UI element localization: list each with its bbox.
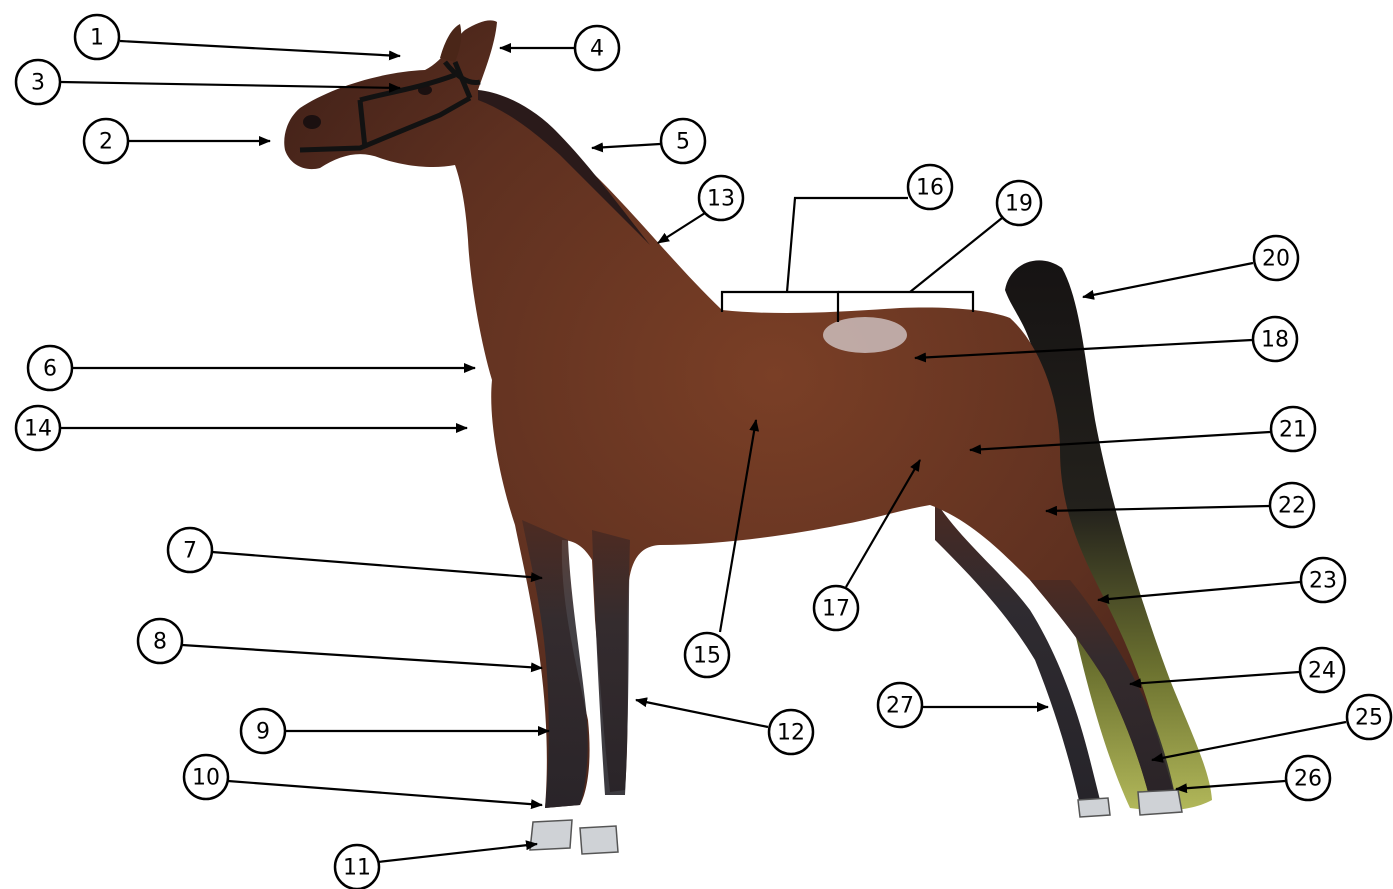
callout-23: 23 <box>1301 558 1345 602</box>
pointer-arrow-20 <box>1083 263 1253 297</box>
callout-number-5: 5 <box>676 130 690 155</box>
callout-number-24: 24 <box>1308 659 1336 684</box>
callout-number-26: 26 <box>1294 767 1322 792</box>
callout-16: 16 <box>908 165 952 209</box>
pointer-arrow-12 <box>636 700 768 727</box>
callout-number-14: 14 <box>24 417 52 442</box>
bracket-16-leader <box>787 198 908 292</box>
callout-number-20: 20 <box>1262 247 1290 272</box>
horse-hoof-hind-far <box>1078 798 1110 817</box>
horse-body <box>284 20 1175 808</box>
pointer-arrow-8 <box>182 645 542 668</box>
callout-24: 24 <box>1300 648 1344 692</box>
callout-20: 20 <box>1254 236 1298 280</box>
horse-hoof-hind-near <box>1138 790 1182 815</box>
horse-hoof-front-near <box>530 820 572 850</box>
callout-15: 15 <box>685 633 729 677</box>
callout-22: 22 <box>1270 483 1314 527</box>
horse-far-foreleg <box>592 530 630 795</box>
pointer-arrow-7 <box>212 552 542 578</box>
callout-1: 1 <box>75 15 119 59</box>
callout-26: 26 <box>1286 756 1330 800</box>
callout-17: 17 <box>814 586 858 630</box>
callout-2: 2 <box>84 119 128 163</box>
callout-19: 19 <box>997 181 1041 225</box>
back-brackets <box>722 198 1002 322</box>
callout-number-18: 18 <box>1261 328 1289 353</box>
callout-number-13: 13 <box>707 187 735 212</box>
callout-number-19: 19 <box>1005 192 1033 217</box>
callout-number-4: 4 <box>590 37 604 62</box>
callout-number-11: 11 <box>343 856 371 881</box>
callout-number-7: 7 <box>183 539 197 564</box>
pointer-arrow-13 <box>658 213 705 243</box>
pointer-arrow-11 <box>378 844 537 862</box>
callout-10: 10 <box>184 755 228 799</box>
horse-near-foreleg <box>522 520 588 808</box>
horse-nostril <box>303 115 321 129</box>
callout-number-21: 21 <box>1279 418 1307 443</box>
callout-8: 8 <box>138 619 182 663</box>
pointer-arrow-5 <box>592 144 660 148</box>
callout-number-8: 8 <box>153 630 167 655</box>
callout-number-9: 9 <box>256 720 270 745</box>
bracket-19-leader <box>910 218 1002 292</box>
horse-hoof-front-far <box>580 826 618 854</box>
callout-11: 11 <box>335 845 379 889</box>
callout-number-6: 6 <box>43 357 57 382</box>
callout-number-10: 10 <box>192 766 220 791</box>
callout-number-16: 16 <box>916 176 944 201</box>
callout-18: 18 <box>1253 317 1297 361</box>
callout-5: 5 <box>661 119 705 163</box>
horse-illustration <box>284 20 1212 854</box>
callout-number-2: 2 <box>99 130 113 155</box>
callout-number-12: 12 <box>777 721 805 746</box>
callout-13: 13 <box>699 176 743 220</box>
callout-number-17: 17 <box>822 597 850 622</box>
callout-7: 7 <box>168 528 212 572</box>
callout-21: 21 <box>1271 407 1315 451</box>
pointer-arrow-1 <box>120 41 400 56</box>
callout-number-23: 23 <box>1309 569 1337 594</box>
callout-25: 25 <box>1347 695 1391 739</box>
callout-14: 14 <box>16 406 60 450</box>
callout-27: 27 <box>878 683 922 727</box>
callout-number-3: 3 <box>31 71 45 96</box>
callout-number-27: 27 <box>886 694 914 719</box>
callout-number-25: 25 <box>1355 706 1383 731</box>
callout-number-1: 1 <box>90 26 104 51</box>
pointer-arrow-10 <box>228 781 542 805</box>
horse-back-highlight <box>823 317 907 353</box>
callout-number-15: 15 <box>693 644 721 669</box>
callout-6: 6 <box>28 346 72 390</box>
callout-number-22: 22 <box>1278 494 1306 519</box>
callout-4: 4 <box>575 26 619 70</box>
callout-9: 9 <box>241 709 285 753</box>
callout-3: 3 <box>16 60 60 104</box>
callout-12: 12 <box>769 710 813 754</box>
